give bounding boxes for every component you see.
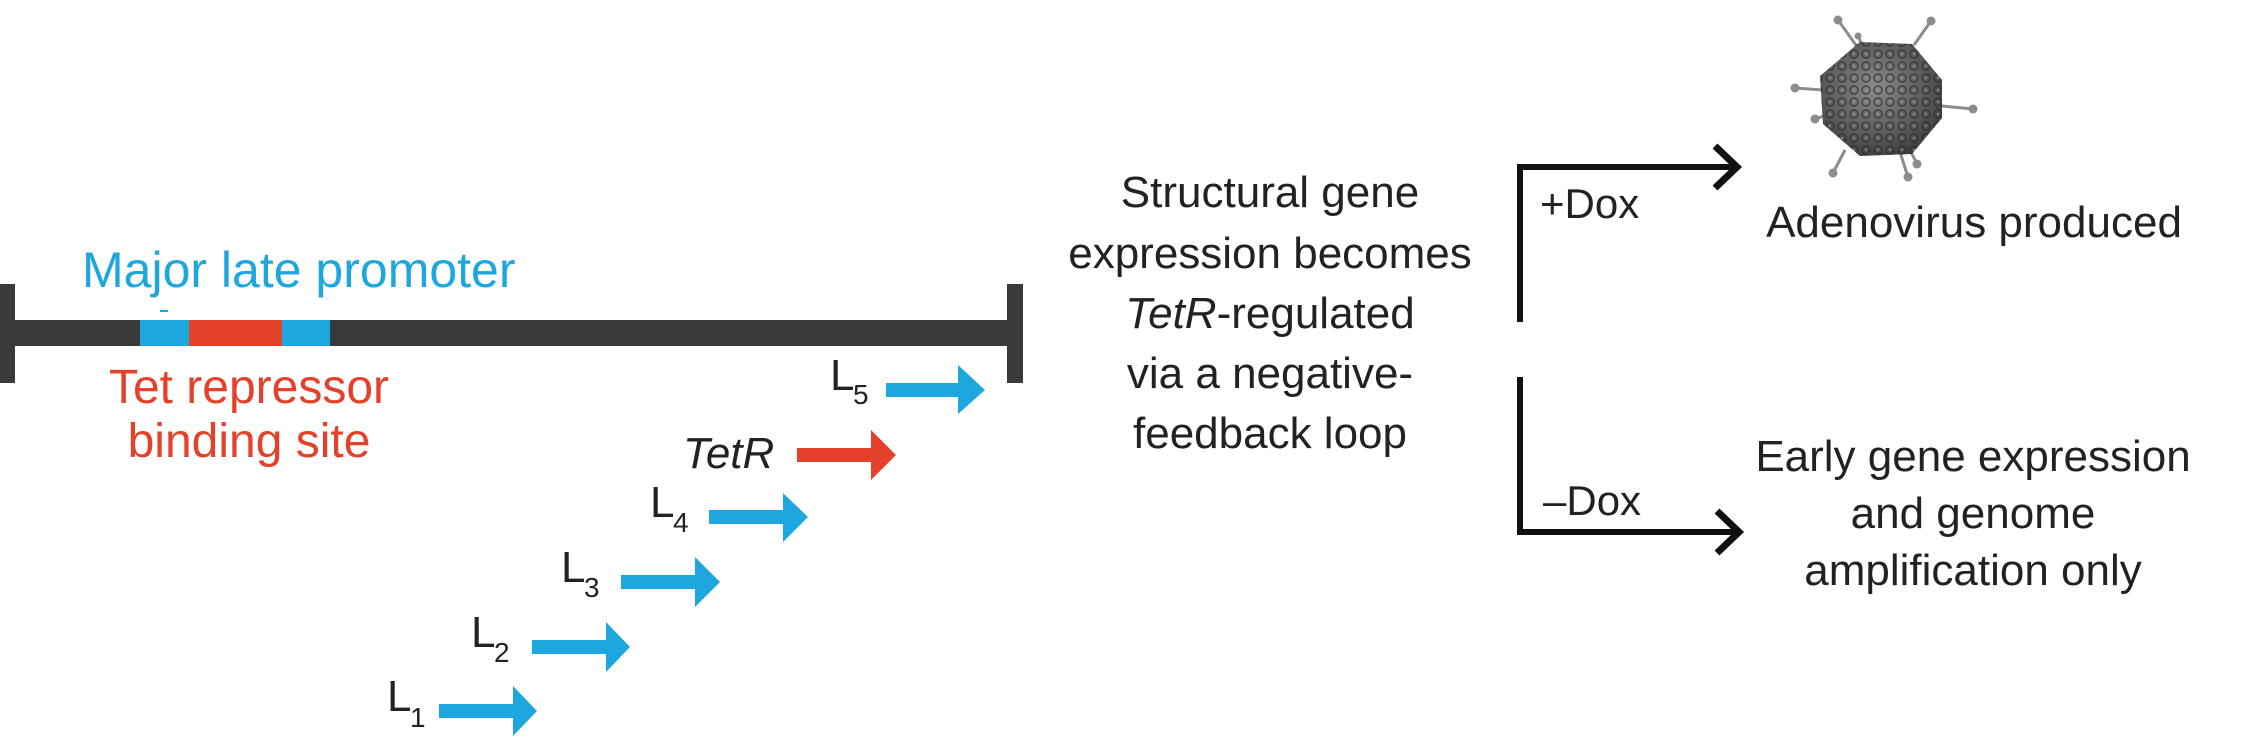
l2-arrow-icon bbox=[532, 622, 630, 672]
transcript-label: TetR bbox=[683, 429, 774, 478]
plus-dox-arrowhead-icon bbox=[1712, 143, 1743, 191]
l3-arrow-icon bbox=[621, 557, 720, 607]
transcript-label: L bbox=[650, 478, 674, 527]
major-late-promoter-label: Major late promoter bbox=[82, 242, 516, 298]
tet-repressor-binding-segment bbox=[189, 320, 282, 346]
transcript-subscript: 3 bbox=[584, 572, 600, 603]
adenovirus-icon bbox=[1790, 15, 1978, 182]
early-gene-outcome-line-2: and genome bbox=[1851, 489, 2096, 538]
transcript-l3: L 3 bbox=[561, 543, 720, 607]
minus-dox-branch: –Dox bbox=[1517, 377, 1745, 556]
tetr-arrow-icon bbox=[797, 430, 896, 480]
transcript-label: L bbox=[561, 543, 585, 592]
minus-dox-label: –Dox bbox=[1543, 477, 1641, 524]
description-regulated: -regulated bbox=[1217, 289, 1415, 338]
regulation-description: Structural gene expression becomes TetR-… bbox=[1068, 168, 1472, 458]
l4-arrow-icon bbox=[709, 493, 808, 542]
virus-fiber-knobs bbox=[1790, 15, 1978, 182]
description-line-1: Structural gene bbox=[1121, 168, 1419, 217]
description-line-3: TetR-regulated bbox=[1125, 289, 1414, 338]
early-gene-outcome-line-1: Early gene expression bbox=[1755, 432, 2190, 481]
transcript-l2: L 2 bbox=[471, 608, 630, 672]
genome-right-cap bbox=[1007, 284, 1023, 383]
transcript-l5: L 5 bbox=[830, 351, 985, 414]
description-line-5: feedback loop bbox=[1133, 409, 1407, 458]
minus-dox-bracket bbox=[1517, 377, 1738, 535]
transcript-subscript: 1 bbox=[410, 702, 426, 733]
plus-dox-bracket bbox=[1517, 164, 1736, 322]
genome-map bbox=[0, 284, 1023, 383]
l5-arrow-icon bbox=[886, 365, 985, 414]
transcript-subscript: 2 bbox=[494, 637, 510, 668]
adenovirus-produced-label: Adenovirus produced bbox=[1766, 198, 2182, 247]
l1-arrow-icon bbox=[439, 686, 537, 736]
description-tetr-italic: TetR bbox=[1125, 289, 1216, 338]
plus-dox-label: +Dox bbox=[1540, 180, 1639, 227]
early-gene-outcome-line-3: amplification only bbox=[1804, 546, 2142, 595]
transcript-l1: L 1 bbox=[387, 672, 537, 736]
transcript-tetr: TetR bbox=[683, 429, 896, 480]
virus-capsid-texture bbox=[1820, 42, 1942, 156]
transcript-label: L bbox=[830, 351, 854, 400]
transcript-label: L bbox=[471, 608, 495, 657]
transcript-l4: L 4 bbox=[650, 478, 808, 542]
promoter-segment-left bbox=[140, 320, 189, 346]
transcript-subscript: 5 bbox=[853, 379, 869, 410]
transcript-subscript: 4 bbox=[673, 507, 689, 538]
plus-dox-branch: +Dox bbox=[1517, 143, 1743, 322]
promoter-tick bbox=[160, 310, 168, 312]
description-line-4: via a negative- bbox=[1127, 349, 1413, 398]
tet-repressor-label-line2: binding site bbox=[128, 415, 371, 468]
description-line-2: expression becomes bbox=[1068, 229, 1472, 278]
promoter-segment-right bbox=[282, 320, 330, 346]
minus-dox-arrowhead-icon bbox=[1714, 508, 1745, 556]
tet-repressor-label-line1: Tet repressor bbox=[109, 361, 389, 414]
transcript-label: L bbox=[387, 672, 411, 721]
